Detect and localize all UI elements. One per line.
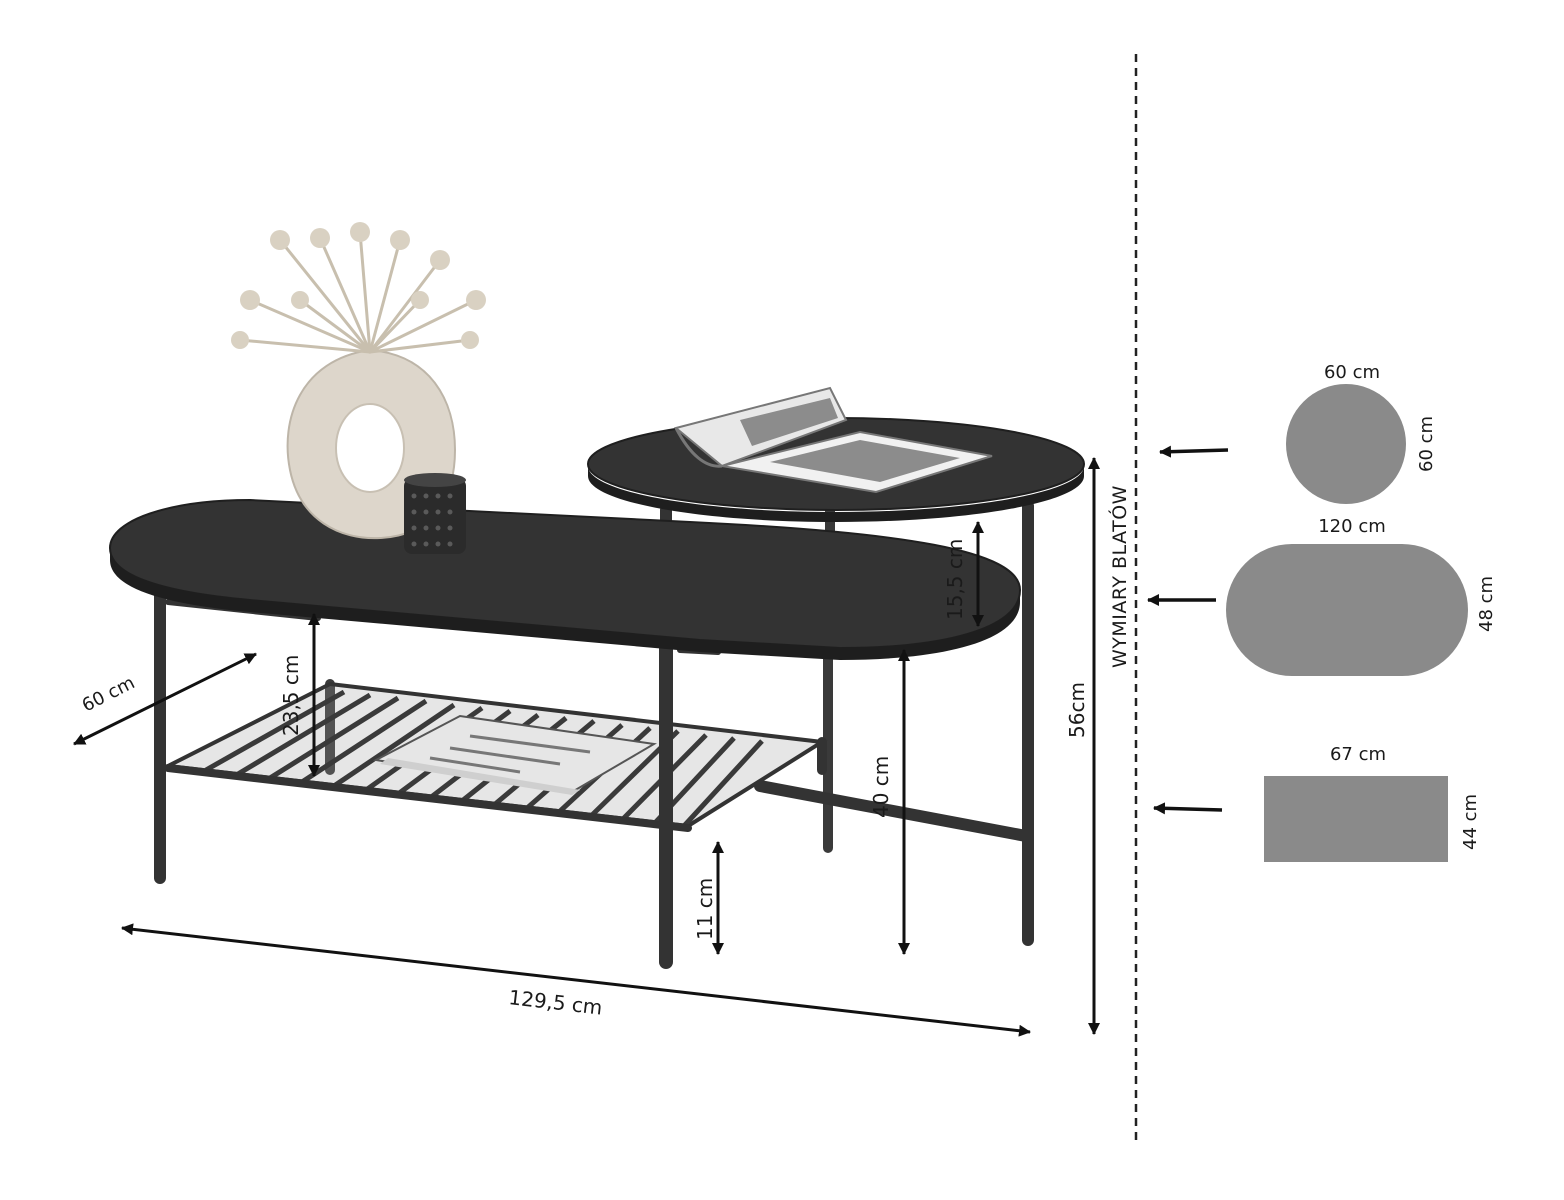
side-title: WYMIARY BLATÓW: [1107, 485, 1131, 668]
round-top-width-label: 60 cm: [1324, 362, 1380, 383]
total-width-label: 129,5 cm: [507, 985, 603, 1019]
rect-top-width-label: 67 cm: [1330, 744, 1386, 765]
depth-arrow: [73, 652, 257, 746]
oval-top-width-label: 120 cm: [1318, 516, 1386, 537]
top-gap-label: 15,5 cm: [943, 539, 967, 620]
oval-top-swatch: [1226, 544, 1468, 676]
rect-top-swatch: [1264, 776, 1448, 862]
rect-top-height-label: 44 cm: [1460, 794, 1481, 850]
oval-table-top: [108, 498, 1022, 660]
top-pointer-arrows: [1147, 445, 1229, 815]
round-top-height-label: 60 cm: [1416, 416, 1437, 472]
arrow-left-icon: [1159, 445, 1229, 458]
width-arrow: [121, 923, 1031, 1037]
arrow-left-icon: [1153, 802, 1223, 815]
round-top-swatch: [1286, 384, 1406, 504]
mid-top-height-label: 40 cm: [869, 756, 893, 818]
dried-grass-bouquet: [231, 222, 486, 354]
open-magazine: [673, 386, 993, 494]
table-illustration: [108, 222, 1085, 969]
candle-jar: [404, 473, 466, 554]
total-height-label: 56cm: [1065, 682, 1089, 738]
depth-label: 60 cm: [79, 672, 138, 716]
floor-clearance-label: 11 cm: [693, 878, 717, 940]
oval-top-height-label: 48 cm: [1476, 576, 1497, 632]
shelf-gap-label: 23,5 cm: [279, 655, 303, 736]
dimension-lines: [73, 457, 1100, 1037]
lower-shelf: [161, 681, 828, 829]
